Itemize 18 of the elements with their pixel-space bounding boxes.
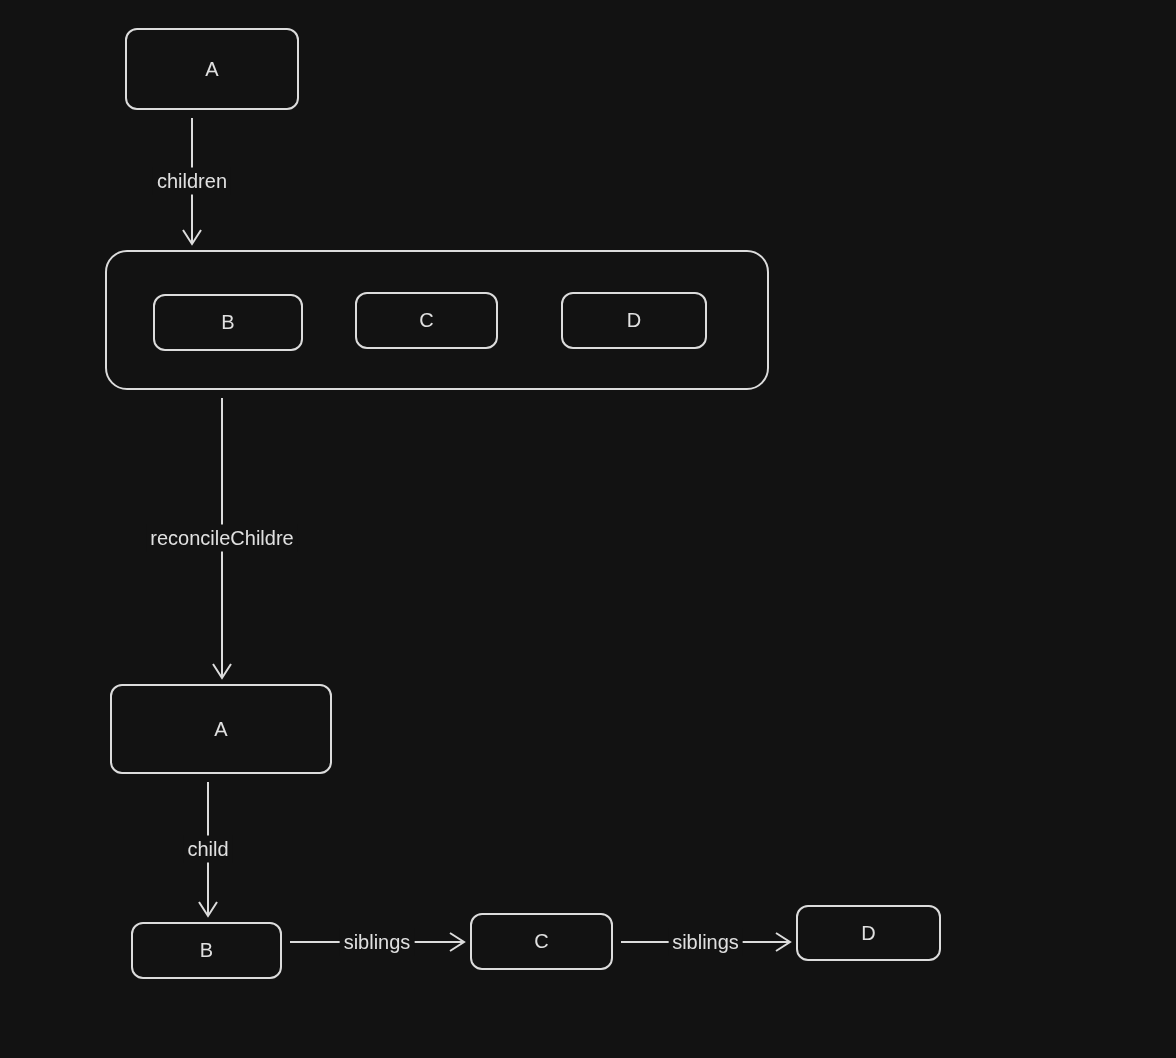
node-label: C [534, 930, 549, 953]
node-label: D [861, 921, 876, 945]
process-box [110, 684, 332, 774]
node-label: A [214, 717, 228, 741]
process-box [796, 905, 941, 961]
node-label: B [221, 311, 235, 334]
process-box [131, 922, 282, 979]
group-box [105, 250, 769, 390]
process-box [561, 292, 707, 349]
node-label: D [626, 309, 642, 332]
arrow [212, 397, 232, 679]
process-box [470, 913, 613, 970]
process-box [355, 292, 498, 349]
node-label: B [199, 939, 214, 962]
node-label: A [205, 57, 219, 81]
node-label: C [419, 309, 434, 332]
process-box [153, 294, 303, 351]
process-box [125, 28, 299, 110]
